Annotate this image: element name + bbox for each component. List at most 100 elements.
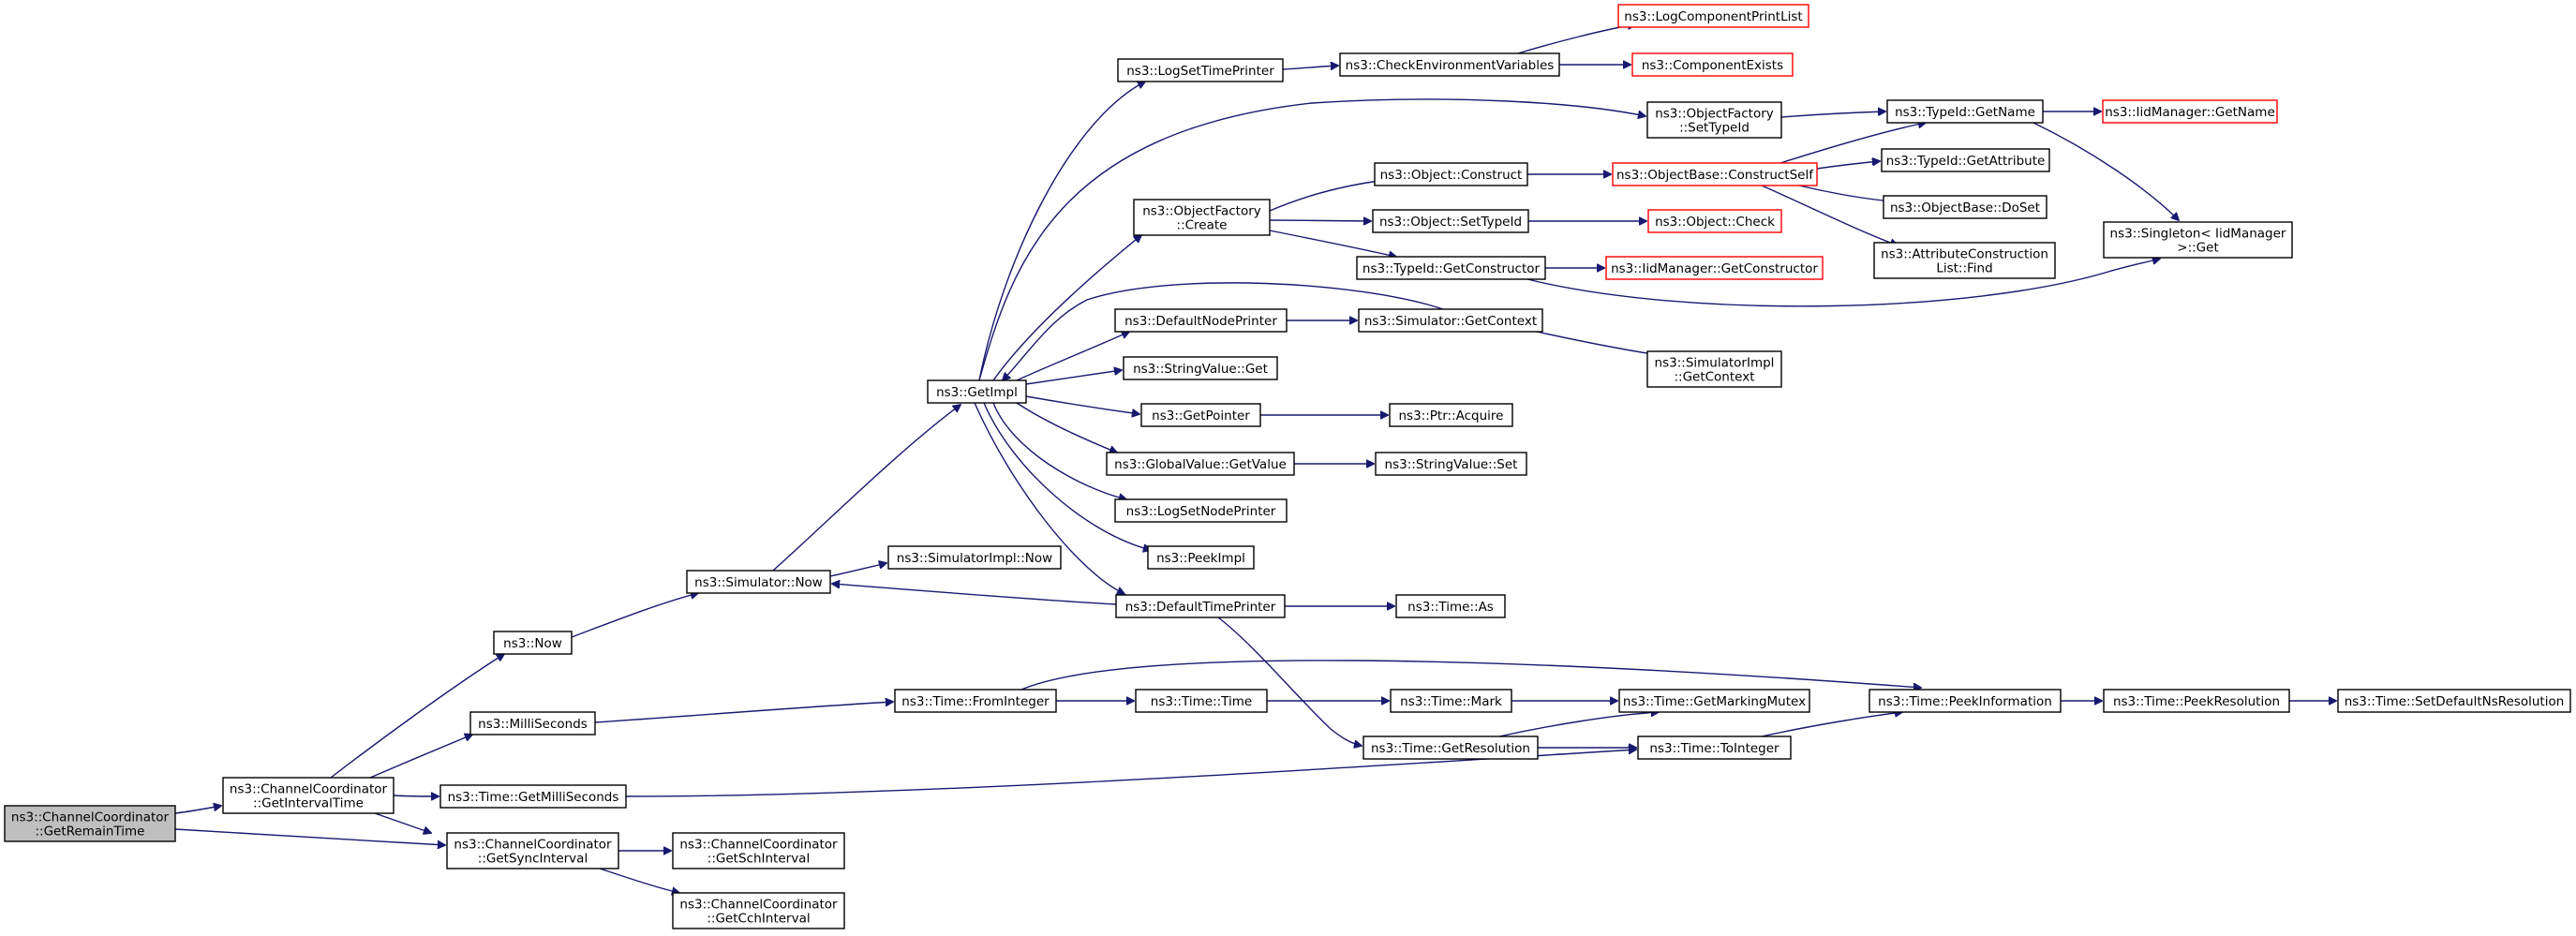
edge-getImpl-to-stringValueGet — [1025, 370, 1122, 385]
node-objBaseDoSet[interactable]: ns3::ObjectBase::DoSet — [1883, 195, 2047, 219]
node-logSetTimePrinter[interactable]: ns3::LogSetTimePrinter — [1117, 58, 1284, 82]
node-checkEnvVars[interactable]: ns3::CheckEnvironmentVariables — [1339, 52, 1560, 77]
edge-defaultTimePrinter-to-simNow — [832, 584, 1117, 605]
node-box — [1618, 689, 1810, 713]
edge-objBaseConstructSelf-to-typeIdGetName — [1779, 123, 1926, 164]
node-typeIdGetAttribute[interactable]: ns3::TypeId::GetAttribute — [1881, 148, 2050, 172]
edge-defaultTimePrinter-to-timeGetResolution — [1217, 617, 1362, 746]
edge-objBaseConstructSelf-to-typeIdGetAttribute — [1816, 161, 1880, 170]
node-typeIdGetName[interactable]: ns3::TypeId::GetName — [1886, 99, 2044, 124]
node-logComponentPrintList[interactable]: ns3::LogComponentPrintList — [1617, 4, 1809, 28]
node-box — [1617, 4, 1809, 28]
node-box — [1133, 199, 1271, 236]
node-getMilliSeconds[interactable]: ns3::Time::GetMilliSeconds — [439, 784, 627, 809]
node-timeGetResolution[interactable]: ns3::Time::GetResolution — [1362, 735, 1539, 760]
node-timeGetMarkingMutex[interactable]: ns3::Time::GetMarkingMutex — [1618, 689, 1810, 713]
node-stringValueGet[interactable]: ns3::StringValue::Get — [1123, 356, 1278, 380]
node-componentExists[interactable]: ns3::ComponentExists — [1631, 52, 1794, 77]
node-label: ns3::Object::SetTypeId — [1379, 215, 1522, 230]
node-label: ns3::Object::Construct — [1380, 168, 1523, 183]
node-fromInteger[interactable]: ns3::Time::FromInteger — [894, 689, 1057, 713]
node-logSetNodePrinter[interactable]: ns3::LogSetNodePrinter — [1114, 498, 1288, 523]
node-label: ns3::ObjectFactory — [1142, 204, 1261, 219]
node-objBaseConstructSelf[interactable]: ns3::ObjectBase::ConstructSelf — [1612, 162, 1818, 186]
node-box — [439, 784, 627, 809]
node-stringValueSet[interactable]: ns3::StringValue::Set — [1375, 452, 1527, 476]
node-timePeekResolution[interactable]: ns3::Time::PeekResolution — [2103, 689, 2290, 713]
node-label: ns3::ChannelCoordinator — [11, 810, 170, 825]
node-timeMark[interactable]: ns3::Time::Mark — [1390, 689, 1512, 713]
node-getCchInterval[interactable]: ns3::ChannelCoordinator::GetCchInterval — [672, 892, 845, 929]
node-label: ns3::SimulatorImpl — [1655, 356, 1775, 371]
node-label: >::Get — [2177, 241, 2218, 256]
edge-getIntervalTime-to-getMilliSeconds — [393, 795, 439, 796]
node-timeAs[interactable]: ns3::Time::As — [1395, 594, 1506, 618]
node-getImpl[interactable]: ns3::GetImpl — [927, 379, 1027, 404]
edge-getImpl-to-logSetTimePrinter — [978, 82, 1145, 381]
edge-simNow-to-simImplNow — [829, 563, 886, 577]
node-box — [2337, 689, 2571, 713]
node-box — [1647, 209, 1782, 233]
node-getSchInterval[interactable]: ns3::ChannelCoordinator::GetSchInterval — [672, 832, 845, 869]
node-label: List::Find — [1936, 261, 1992, 276]
node-root[interactable]: ns3::ChannelCoordinator::GetRemainTime — [4, 805, 176, 842]
node-box — [1135, 689, 1268, 713]
node-timePeekInformation[interactable]: ns3::Time::PeekInformation — [1869, 689, 2062, 713]
node-label: ns3::ObjectBase::DoSet — [1890, 201, 2040, 215]
node-iidMgrGetName[interactable]: ns3::IidManager::GetName — [2102, 99, 2278, 124]
node-getIntervalTime[interactable]: ns3::ChannelCoordinator::GetIntervalTime — [222, 777, 395, 814]
node-box — [493, 631, 573, 655]
node-ptrAcquire[interactable]: ns3::Ptr::Acquire — [1389, 403, 1513, 427]
node-simNow[interactable]: ns3::Simulator::Now — [686, 570, 831, 594]
node-defaultTimePrinter[interactable]: ns3::DefaultTimePrinter — [1115, 594, 1286, 618]
node-milliSeconds[interactable]: ns3::MilliSeconds — [469, 711, 596, 735]
edge-getIntervalTime-to-now — [330, 654, 504, 779]
node-box — [672, 832, 845, 869]
node-objFactorySetTypeId[interactable]: ns3::ObjectFactory::SetTypeId — [1646, 101, 1782, 139]
node-timeTime[interactable]: ns3::Time::Time — [1135, 689, 1268, 713]
node-label: ns3::SimulatorImpl::Now — [897, 551, 1052, 566]
node-label: ns3::Simulator::GetContext — [1364, 314, 1537, 329]
node-label: ns3::StringValue::Set — [1385, 457, 1518, 472]
edge-getImpl-to-globalValueGetValue — [1016, 402, 1117, 453]
edge-objBaseConstructSelf-to-attrConstructionListFind — [1761, 185, 1898, 245]
node-objCheck[interactable]: ns3::Object::Check — [1647, 209, 1782, 233]
node-defaultNodePrinter[interactable]: ns3::DefaultNodePrinter — [1114, 308, 1288, 333]
node-now[interactable]: ns3::Now — [493, 631, 573, 655]
node-label: ns3::TypeId::GetName — [1895, 105, 2035, 120]
node-simGetContext[interactable]: ns3::Simulator::GetContext — [1358, 308, 1543, 333]
node-objConstruct[interactable]: ns3::Object::Construct — [1374, 162, 1528, 186]
node-label: ns3::IidManager::GetConstructor — [1611, 261, 1818, 276]
node-label: ns3::ChannelCoordinator — [230, 782, 388, 797]
node-label: ns3::PeekImpl — [1156, 551, 1245, 566]
node-label: ns3::StringValue::Get — [1133, 362, 1268, 377]
node-box — [1646, 350, 1782, 388]
node-objFactoryCreate[interactable]: ns3::ObjectFactory::Create — [1133, 199, 1271, 236]
node-label: ns3::ComponentExists — [1642, 58, 1783, 73]
node-getSyncInterval[interactable]: ns3::ChannelCoordinator::GetSyncInterval — [446, 832, 619, 869]
node-peekImpl[interactable]: ns3::PeekImpl — [1147, 545, 1255, 570]
call-edges — [174, 24, 2336, 893]
edge-root-to-getIntervalTime — [174, 806, 221, 814]
node-iidMgrGetConstructor[interactable]: ns3::IidManager::GetConstructor — [1605, 256, 1824, 280]
node-simImplNow[interactable]: ns3::SimulatorImpl::Now — [887, 545, 1062, 570]
node-singletonGet[interactable]: ns3::Singleton< IidManager>::Get — [2103, 221, 2293, 259]
node-label: ::GetRemainTime — [35, 825, 144, 839]
node-box — [1115, 594, 1286, 618]
node-timeSetDefaultNsResolution[interactable]: ns3::Time::SetDefaultNsResolution — [2337, 689, 2571, 713]
node-label: ns3::Time::GetMilliSeconds — [448, 790, 619, 805]
node-label: ns3::CheckEnvironmentVariables — [1346, 58, 1555, 73]
node-typeIdGetConstructor[interactable]: ns3::TypeId::GetConstructor — [1356, 256, 1546, 280]
node-simImplGetContext[interactable]: ns3::SimulatorImpl::GetContext — [1646, 350, 1782, 388]
node-getPointer[interactable]: ns3::GetPointer — [1140, 403, 1261, 427]
edge-simGetContext-to-getImpl — [1003, 282, 1444, 380]
node-box — [1390, 689, 1512, 713]
node-globalValueGetValue[interactable]: ns3::GlobalValue::GetValue — [1106, 452, 1295, 476]
node-objSetTypeId[interactable]: ns3::Object::SetTypeId — [1372, 209, 1529, 233]
node-box — [1869, 689, 2062, 713]
edge-simNow-to-getImpl — [772, 405, 960, 572]
node-timeToInteger[interactable]: ns3::Time::ToInteger — [1637, 735, 1792, 760]
node-label: ::GetCchInterval — [707, 912, 810, 927]
